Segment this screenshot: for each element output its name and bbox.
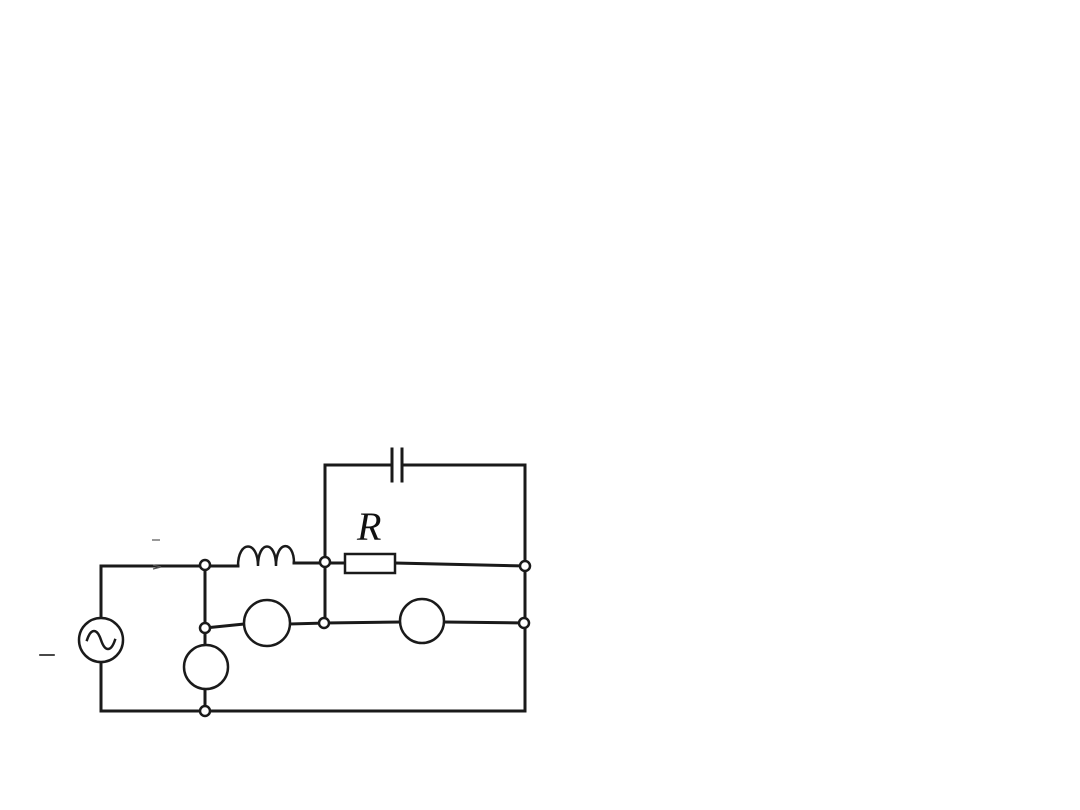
ac-source-icon	[77, 616, 125, 664]
terminal-nodes	[198, 555, 532, 718]
resistor-label: R	[356, 504, 381, 549]
circuit-wires	[99, 463, 527, 713]
resistor-icon	[343, 552, 397, 575]
meter-circle-icon	[182, 643, 230, 691]
terminal-node	[318, 555, 332, 569]
wire-meter2-to-f	[442, 620, 527, 625]
meter-circle-icon	[242, 598, 292, 648]
wire-c-to-capacitor	[323, 463, 394, 565]
terminal-node	[518, 559, 532, 573]
capacitor-icon	[390, 447, 404, 483]
wire-capacitor-to-e	[400, 463, 527, 568]
terminal-node	[517, 616, 531, 630]
meter-circle-icon	[398, 597, 446, 645]
inductor-icon	[236, 544, 296, 568]
terminal-node	[198, 558, 212, 572]
terminal-node	[198, 621, 212, 635]
wire-d-to-meter2	[323, 620, 402, 625]
wire-source-top	[99, 564, 207, 620]
faint-arrow-mark	[152, 564, 162, 570]
wire-b-to-meter1	[203, 622, 246, 630]
wire-resistor-to-e	[393, 561, 527, 568]
faint-marks	[39, 539, 162, 656]
wire-source-bottom	[99, 660, 207, 713]
terminal-node	[317, 616, 331, 630]
terminal-node	[198, 704, 212, 718]
